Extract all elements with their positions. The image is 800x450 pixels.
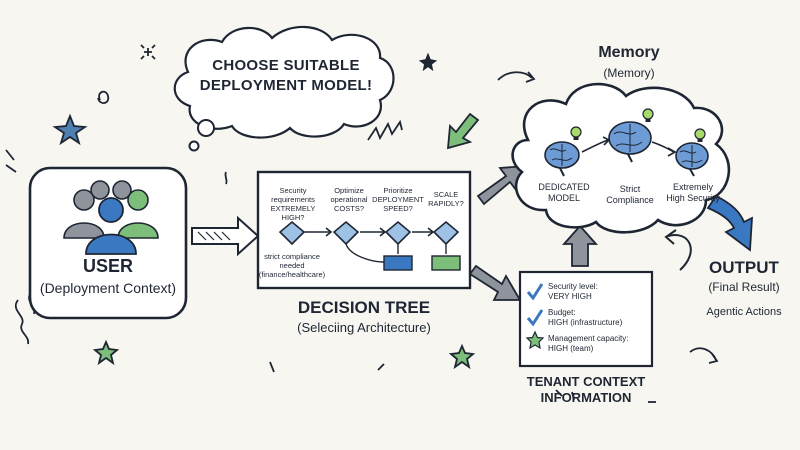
memory-item-line: Compliance bbox=[606, 195, 654, 205]
memory-title: Memory bbox=[598, 44, 660, 61]
tenant-item-1: Security level: VERY HIGH bbox=[548, 282, 652, 302]
star-icon bbox=[418, 52, 438, 72]
tenant-item-3: Management capacity: HIGH (team) bbox=[548, 334, 652, 354]
star-icon bbox=[92, 339, 120, 366]
tree-question-1: Security requirements EXTREMELY HIGH? bbox=[260, 186, 326, 222]
tree-question-4: SCALE RAPIDLY? bbox=[424, 190, 468, 208]
tenant-title-line: INFORMATION bbox=[540, 390, 632, 405]
tenant-title: TENANT CONTEXT INFORMATION bbox=[506, 374, 666, 406]
thought-line-2: DEPLOYMENT MODEL! bbox=[199, 77, 373, 94]
arrow-loop bbox=[664, 229, 692, 271]
decision-node bbox=[278, 220, 306, 246]
arrow-user-to-tree bbox=[191, 215, 260, 257]
thought-line-1: CHOOSE SUITABLE bbox=[212, 57, 360, 74]
tenant-item-value: VERY HIGH bbox=[548, 292, 592, 301]
question-line: Security bbox=[279, 186, 307, 195]
star-icon bbox=[52, 113, 88, 146]
result-box bbox=[383, 255, 413, 271]
decision-tree-subtitle: (Seleciing Architecture) bbox=[297, 320, 431, 335]
tenant-item-label: Security level: bbox=[548, 282, 598, 291]
user-title: USER bbox=[82, 256, 133, 276]
memory-item-line: Strict bbox=[619, 184, 641, 194]
memory-item-line: DEDICATED bbox=[538, 182, 590, 192]
question-line: requirements bbox=[271, 195, 315, 204]
tree-question-2: Optimize operational COSTS? bbox=[326, 186, 372, 213]
memory-item-line: High Security bbox=[666, 193, 720, 203]
note-line: needed bbox=[279, 261, 305, 270]
question-line: Prioritize bbox=[383, 186, 413, 195]
tenant-item-label: Budget: bbox=[548, 308, 576, 317]
question-line: COSTS? bbox=[333, 204, 364, 213]
tenant-item-2: Budget: HIGH (infrastructure) bbox=[548, 308, 652, 328]
question-line: EXTREMELY HIGH? bbox=[270, 204, 316, 222]
question-line: SPEED? bbox=[383, 204, 413, 213]
memory-item-line: MODEL bbox=[547, 193, 580, 203]
arrow-green bbox=[446, 112, 480, 150]
output-note: Agentic Actions bbox=[706, 306, 782, 318]
output-title: OUTPUT bbox=[709, 258, 779, 277]
question-line: RAPIDLY? bbox=[428, 199, 464, 208]
user-card bbox=[28, 166, 188, 320]
arrow-tenant-to-memory bbox=[561, 224, 599, 267]
thought-bubble bbox=[173, 25, 395, 152]
arrow-memory-to-output bbox=[706, 194, 753, 252]
question-line: Optimize bbox=[334, 186, 364, 195]
tenant-card bbox=[518, 270, 654, 368]
memory-item-2: Strict Compliance bbox=[598, 184, 662, 206]
memory-subtitle: (Memory) bbox=[603, 66, 655, 80]
check-icon bbox=[526, 283, 544, 301]
brain-icon bbox=[544, 141, 580, 177]
tenant-item-value: HIGH (infrastructure) bbox=[548, 318, 623, 327]
decorations bbox=[5, 44, 719, 403]
star-icon bbox=[448, 343, 476, 370]
question-line: operational bbox=[330, 195, 368, 204]
thought-bubble-text: CHOOSE SUITABLE DEPLOYMENT MODEL! bbox=[186, 56, 386, 96]
result-box bbox=[431, 255, 461, 271]
note-line: strict compliance bbox=[264, 252, 320, 261]
arrow-tree-to-tenant bbox=[468, 264, 522, 301]
tree-note: strict compliance needed (finance/health… bbox=[254, 252, 330, 279]
users-group-icon bbox=[63, 180, 159, 255]
star-icon bbox=[525, 330, 545, 350]
memory-cloud bbox=[511, 82, 731, 234]
decision-node bbox=[384, 220, 412, 246]
memory-item-line: Extremely bbox=[672, 182, 713, 192]
check-icon bbox=[526, 309, 544, 327]
brain-icon bbox=[675, 142, 709, 177]
lightbulb-icon bbox=[570, 126, 582, 140]
question-line: SCALE bbox=[433, 190, 459, 199]
output-subtitle: (Final Result) bbox=[708, 280, 780, 294]
tenant-title-line: TENANT CONTEXT bbox=[526, 374, 646, 389]
decision-node bbox=[332, 220, 360, 246]
note-line: (finance/healthcare) bbox=[258, 270, 326, 279]
tree-question-3: Prioritize DEPLOYMENT SPEED? bbox=[372, 186, 424, 213]
tenant-item-label: Management capacity: bbox=[548, 334, 629, 343]
question-line: DEPLOYMENT bbox=[372, 195, 424, 204]
memory-item-1: DEDICATED MODEL bbox=[534, 182, 594, 204]
brain-icon bbox=[608, 121, 652, 163]
user-subtitle: (Deployment Context) bbox=[39, 280, 177, 296]
memory-item-3: Extremely High Security bbox=[660, 182, 726, 204]
decision-node bbox=[432, 220, 460, 246]
decision-tree-card bbox=[256, 170, 472, 290]
decision-tree-title: DECISION TREE bbox=[297, 298, 431, 317]
lightbulb-icon bbox=[642, 108, 654, 122]
tenant-item-value: HIGH (team) bbox=[548, 344, 594, 353]
lightbulb-icon bbox=[694, 128, 706, 142]
